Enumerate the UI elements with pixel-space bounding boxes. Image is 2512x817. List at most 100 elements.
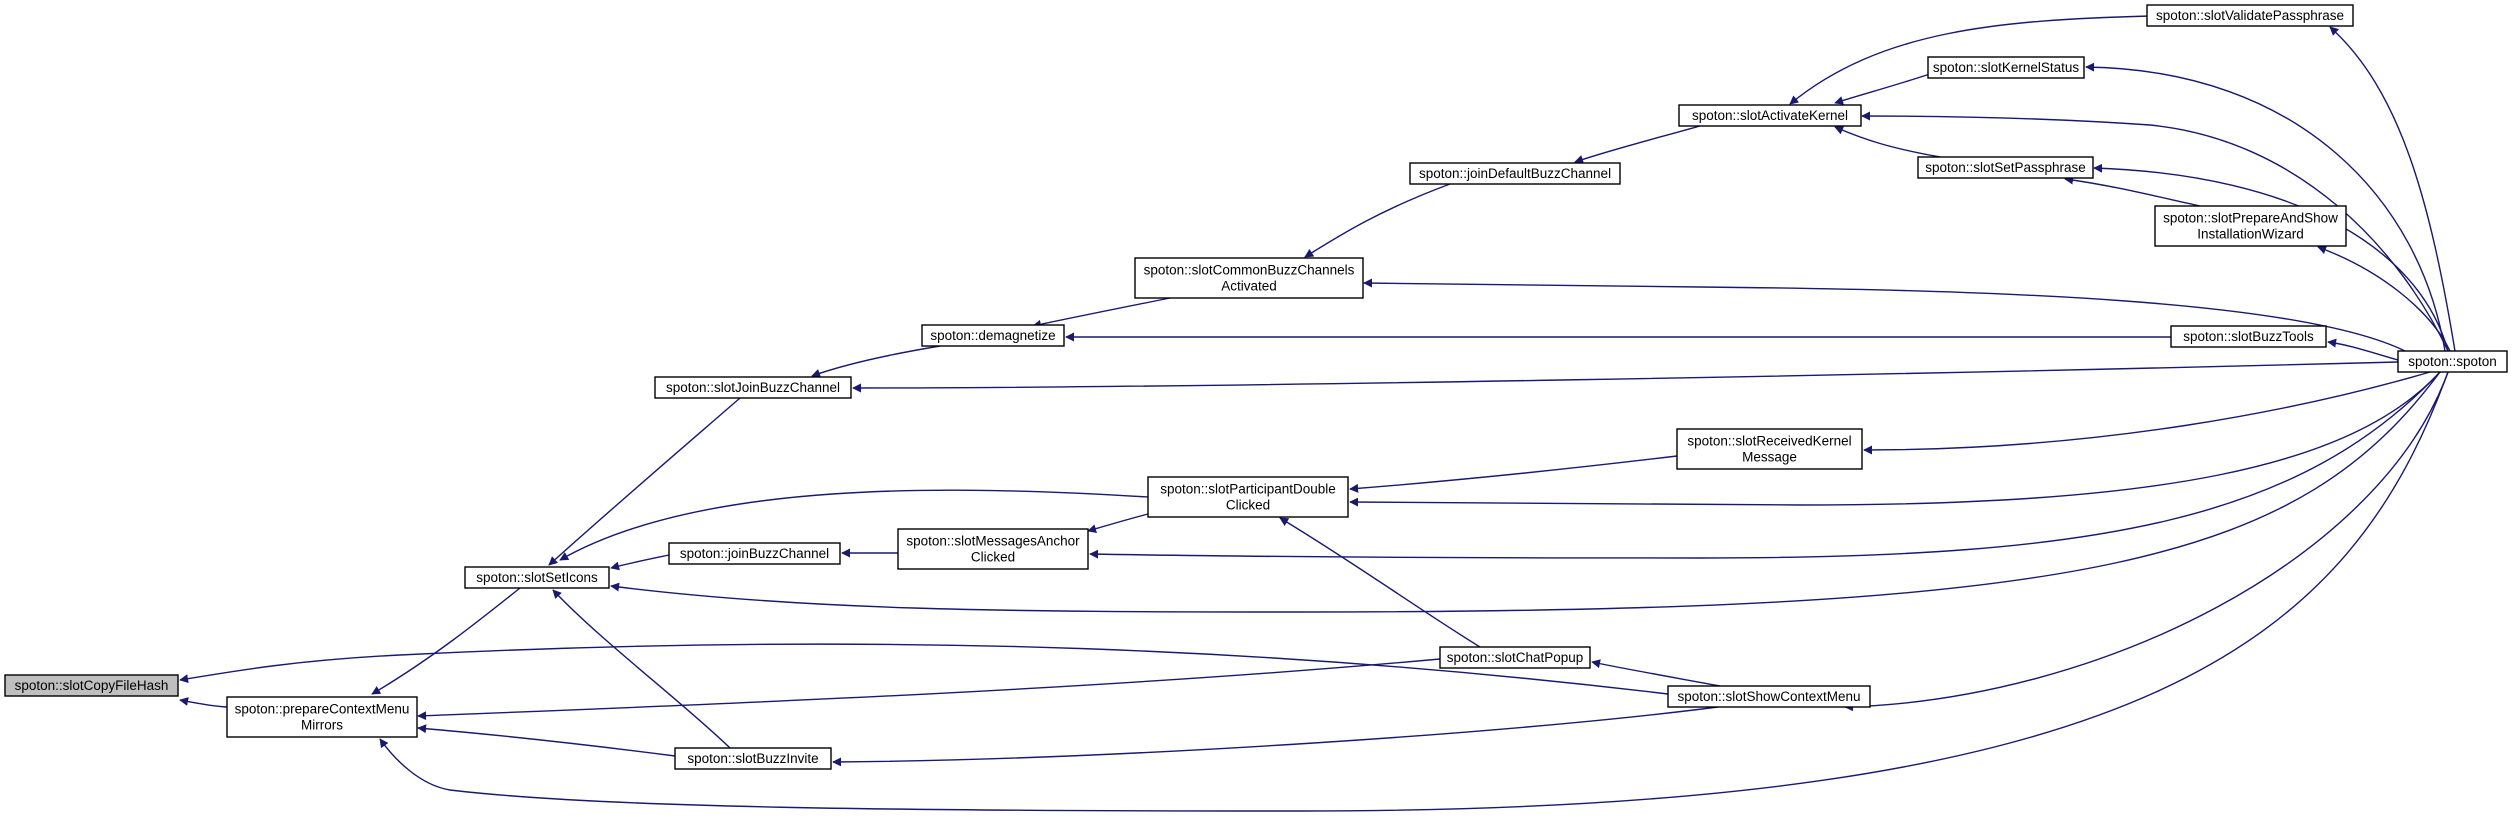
- node-label: Clicked: [971, 550, 1015, 565]
- node-slotShowContextMenu[interactable]: spoton::slotShowContextMenu: [1667, 685, 1871, 708]
- node-box: [1667, 685, 1871, 708]
- edge-spoton-to-slotSetPassphrase: [2093, 163, 2449, 352]
- edge-joinBuzzChannel-to-slotSetIcons: [610, 554, 670, 571]
- edge-spoton-to-slotBuzzTools: [2327, 338, 2399, 361]
- node-box: [1439, 646, 1591, 669]
- edge-slotChatPopup-to-slotParticipantDoubleClicked: [1279, 517, 1481, 648]
- edge-slotParticipantDoubleClicked-to-slotMessagesAnchorClicked: [1087, 513, 1149, 534]
- edge-spoton-to-slotParticipantDoubleClicked: [1349, 371, 2441, 507]
- node-box: [1147, 476, 1349, 518]
- edge-slotCommonBuzzChannelsActivated-to-demagnetize: [1032, 297, 1171, 329]
- edge-slotValidatePassphrase-to-slotActivateKernel: [1789, 15, 2151, 105]
- node-demagnetize[interactable]: spoton::demagnetize: [921, 324, 1065, 347]
- edge-joinDefaultBuzzChannel-to-slotCommonBuzzChannelsActivated: [1304, 183, 1451, 258]
- node-slotSetPassphrase[interactable]: spoton::slotSetPassphrase: [1917, 156, 2094, 179]
- node-box: [2170, 325, 2327, 348]
- node-slotJoinBuzzChannel[interactable]: spoton::slotJoinBuzzChannel: [654, 376, 852, 399]
- edge-slotSetPassphrase-to-slotActivateKernel: [1834, 126, 1941, 158]
- edge-demagnetize-to-slotJoinBuzzChannel: [811, 345, 941, 378]
- node-box: [668, 542, 841, 565]
- edge-slotSetIcons-to-prepareContextMenuMirrors: [371, 587, 521, 695]
- node-label: InstallationWizard: [2197, 227, 2304, 242]
- node-box: [4, 674, 179, 697]
- node-label: spoton::slotBuzzTools: [2183, 329, 2314, 344]
- node-label: spoton::slotSetPassphrase: [1925, 160, 2086, 175]
- node-label: spoton::slotSetIcons: [476, 570, 598, 585]
- edge-spoton-to-slotMessagesAnchorClicked: [1089, 371, 2441, 559]
- node-label: spoton::joinDefaultBuzzChannel: [1419, 166, 1611, 181]
- node-joinBuzzChannel[interactable]: spoton::joinBuzzChannel: [668, 542, 841, 565]
- edge-slotBuzzInvite-to-slotSetIcons: [552, 589, 731, 749]
- edge-slotKernelStatus-to-slotActivateKernel: [1834, 73, 1931, 105]
- edge-prepareContextMenuMirrors-to-slotCopyFileHash: [179, 697, 228, 708]
- node-slotBuzzTools[interactable]: spoton::slotBuzzTools: [2170, 325, 2327, 348]
- edge-slotBuzzInvite-to-prepareContextMenuMirrors: [417, 724, 676, 757]
- node-box: [464, 566, 610, 589]
- node-box: [1676, 428, 1863, 470]
- node-box: [897, 528, 1089, 570]
- node-slotActivateKernel[interactable]: spoton::slotActivateKernel: [1678, 104, 1862, 127]
- node-label: spoton::slotShowContextMenu: [1677, 689, 1860, 704]
- node-label: Message: [1742, 450, 1797, 465]
- node-slotKernelStatus[interactable]: spoton::slotKernelStatus: [1927, 56, 2085, 79]
- node-box: [2397, 350, 2508, 373]
- node-box: [1409, 162, 1621, 185]
- edge-spoton-to-slotCommonBuzzChannelsActivated: [1363, 278, 2406, 352]
- node-slotSetIcons[interactable]: spoton::slotSetIcons: [464, 566, 610, 589]
- node-box: [1134, 257, 1364, 299]
- edge-slotActivateKernel-to-joinDefaultBuzzChannel: [1574, 125, 1701, 164]
- node-label: spoton::demagnetize: [930, 328, 1055, 343]
- node-slotPrepareAndShowInstallationWizard[interactable]: spoton::slotPrepareAndShowInstallationWi…: [2154, 205, 2347, 247]
- node-label: spoton::slotPrepareAndShow: [2163, 211, 2338, 226]
- node-box: [1927, 56, 2085, 79]
- edge-slotJoinBuzzChannel-to-slotSetIcons: [548, 397, 741, 566]
- node-label: spoton::slotCommonBuzzChannels: [1144, 263, 1355, 278]
- node-spoton[interactable]: spoton::spoton: [2397, 350, 2508, 373]
- node-label: spoton::slotBuzzInvite: [687, 751, 818, 766]
- node-box: [2146, 4, 2354, 27]
- edge-spoton-to-prepareContextMenuMirrors: [379, 371, 2449, 812]
- edge-slotShowContextMenu-to-slotChatPopup: [1591, 659, 1721, 687]
- node-slotCopyFileHash[interactable]: spoton::slotCopyFileHash: [4, 674, 179, 697]
- node-label: spoton::slotChatPopup: [1447, 650, 1584, 665]
- edge-slotShowContextMenu-to-slotCopyFileHash: [179, 643, 1669, 695]
- edge-spoton-to-slotKernelStatus: [2085, 62, 2446, 352]
- node-label: Activated: [1221, 279, 1277, 294]
- node-box: [921, 324, 1065, 347]
- node-label: spoton::slotActivateKernel: [1692, 108, 1848, 123]
- edge-slotPrepareAndShowInstallationWizard-to-slotSetPassphrase: [2064, 175, 2201, 207]
- edge-slotShowContextMenu-to-slotBuzzInvite: [832, 706, 1719, 767]
- node-box: [2154, 205, 2347, 247]
- node-slotBuzzInvite[interactable]: spoton::slotBuzzInvite: [674, 747, 832, 770]
- node-joinDefaultBuzzChannel[interactable]: spoton::joinDefaultBuzzChannel: [1409, 162, 1621, 185]
- node-box: [654, 376, 852, 399]
- node-label: spoton::spoton: [2408, 354, 2497, 369]
- node-label: spoton::prepareContextMenu: [235, 702, 410, 717]
- node-label: spoton::slotJoinBuzzChannel: [666, 380, 840, 395]
- edge-slotParticipantDoubleClicked-to-slotSetIcons: [559, 489, 1149, 561]
- node-label: spoton::slotCopyFileHash: [15, 678, 169, 693]
- node-label: spoton::slotKernelStatus: [1933, 60, 2080, 75]
- node-label: spoton::joinBuzzChannel: [680, 546, 829, 561]
- edge-spoton-to-slotPrepareAndShowInstallationWizard: [2317, 245, 2451, 352]
- node-label: Clicked: [1226, 498, 1270, 513]
- edge-spoton-to-slotJoinBuzzChannel: [852, 361, 2399, 393]
- node-slotValidatePassphrase[interactable]: spoton::slotValidatePassphrase: [2146, 4, 2354, 27]
- edge-slotReceivedKernelMessage-to-slotParticipantDoubleClicked: [1349, 455, 1678, 493]
- edges: [179, 15, 2456, 812]
- node-box: [674, 747, 832, 770]
- node-slotChatPopup[interactable]: spoton::slotChatPopup: [1439, 646, 1591, 669]
- edge-slotChatPopup-to-prepareContextMenuMirrors: [417, 658, 1441, 721]
- nodes: spoton::slotCopyFileHashspoton::prepareC…: [4, 4, 2508, 770]
- node-label: spoton::slotReceivedKernel: [1687, 434, 1851, 449]
- edge-spoton-to-slotShowContextMenu: [1844, 371, 2449, 712]
- edge-spoton-to-slotValidatePassphrase: [2329, 26, 2456, 352]
- edge-spoton-to-slotReceivedKernelMessage: [1863, 371, 2431, 455]
- node-box: [1678, 104, 1862, 127]
